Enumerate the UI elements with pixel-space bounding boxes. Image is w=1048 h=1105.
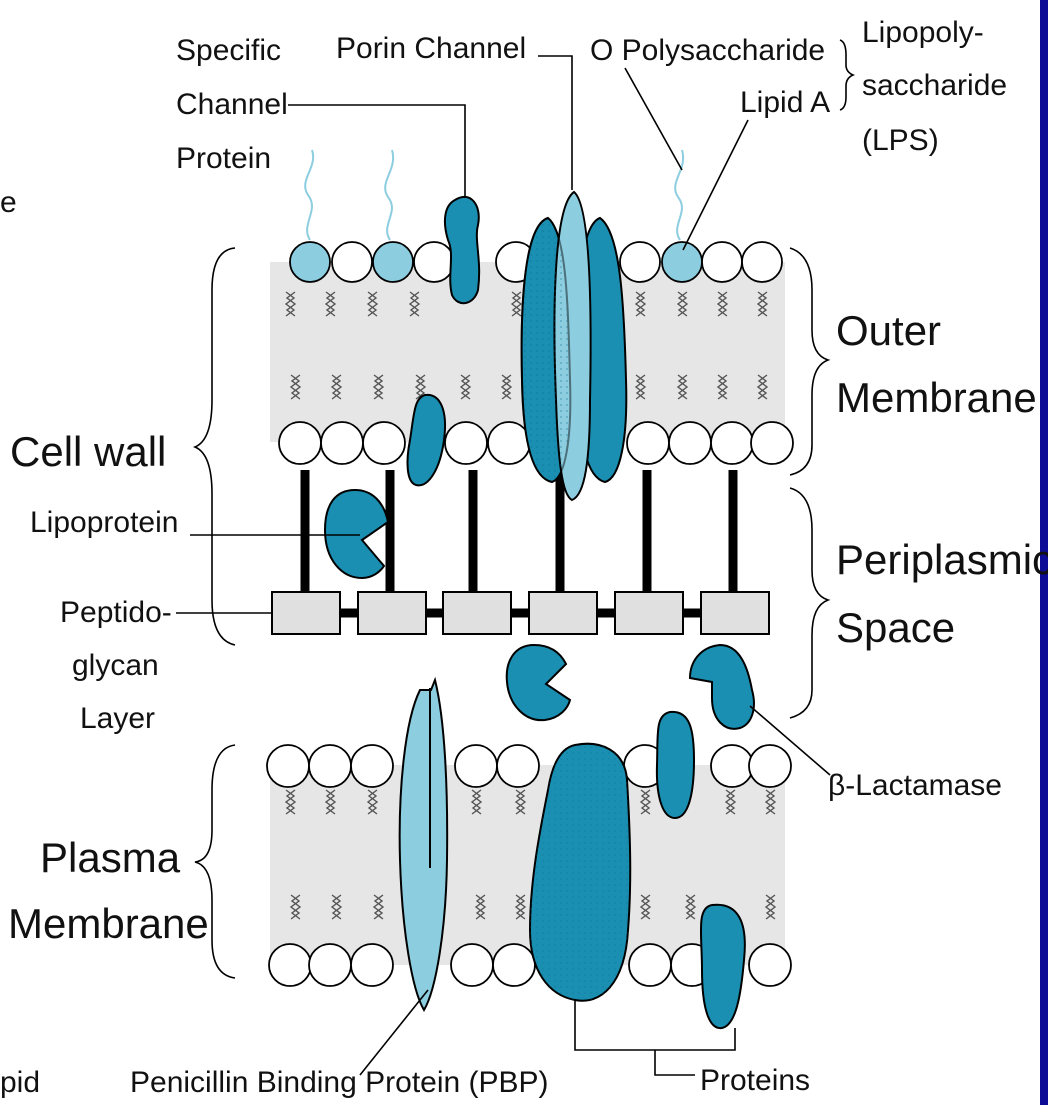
phospholipid-head (267, 745, 309, 787)
phospholipid-head (702, 242, 742, 282)
svg-text:Periplasmic: Periplasmic (836, 536, 1048, 583)
svg-text:Specific: Specific (176, 34, 281, 67)
phospholipid-head (351, 745, 393, 787)
lps-lipid-a-head (290, 242, 330, 282)
beta-lactamase-label: β-Lactamase (828, 769, 1002, 802)
plasma-membrane-protein-small (657, 712, 694, 818)
phospholipid-head (669, 422, 711, 464)
specific-channel-protein-label: Specific Channel Protein (176, 34, 288, 175)
phospholipid-head (455, 745, 497, 787)
edge-fragment-top: e (0, 186, 17, 219)
lipid-a-leader (683, 120, 748, 250)
pbp-leader (360, 990, 428, 1075)
lipid-a-label: Lipid A (740, 86, 830, 119)
phospholipid-head (309, 944, 351, 986)
cell-wall-brace (195, 248, 235, 645)
svg-text:Membrane: Membrane (836, 374, 1037, 421)
plasma-membrane-label: Plasma Membrane (8, 834, 209, 947)
specific-channel-protein (445, 197, 479, 303)
edge-fragment-bottom: pid (0, 1066, 40, 1099)
proteins-label: Proteins (700, 1064, 810, 1097)
phospholipid-head (627, 422, 669, 464)
svg-text:Peptido-: Peptido- (60, 596, 172, 629)
lps-label: Lipopoly- saccharide (LPS) (862, 16, 1007, 157)
phospholipid-head (497, 745, 539, 787)
svg-text:Outer: Outer (836, 307, 941, 354)
outer-membrane-label: Outer Membrane (836, 307, 1037, 421)
proteins-leader (655, 1050, 695, 1075)
svg-text:Channel: Channel (176, 88, 288, 121)
o-polysaccharide-label: O Polysaccharide (590, 34, 825, 67)
beta-lactamase-1 (507, 645, 570, 720)
periplasmic-protein-1 (325, 490, 388, 578)
beta-lactamase-2 (690, 645, 754, 729)
phospholipid-head (488, 422, 530, 464)
phospholipid-head (451, 944, 493, 986)
porin-channel (522, 192, 627, 500)
phospholipid-head (742, 242, 782, 282)
porin-channel-label: Porin Channel (336, 32, 526, 65)
phospholipid-head (749, 745, 791, 787)
phospholipid-head (269, 944, 311, 986)
cell-wall-label: Cell wall (10, 428, 166, 475)
periplasmic-space-label: Periplasmic Space (836, 536, 1048, 651)
phospholipid-head (629, 944, 671, 986)
phospholipid-head (749, 944, 791, 986)
phospholipid-head (363, 422, 405, 464)
porin-channel-leader (538, 56, 572, 190)
svg-text:(LPS): (LPS) (862, 124, 939, 157)
phospholipid-head (445, 422, 487, 464)
phospholipid-head (711, 745, 753, 787)
phospholipid-head (620, 242, 660, 282)
phospholipid-head (279, 422, 321, 464)
svg-text:saccharide: saccharide (862, 69, 1007, 102)
svg-text:Layer: Layer (80, 702, 155, 735)
phospholipid-head (751, 422, 793, 464)
lps-brace (840, 40, 853, 110)
phospholipid-head (493, 944, 535, 986)
outer-membrane-brace (790, 248, 828, 475)
phospholipid-head (332, 242, 372, 282)
svg-text:glycan: glycan (72, 649, 159, 682)
specific-channel-leader (288, 105, 465, 198)
svg-text:Membrane: Membrane (8, 900, 209, 947)
svg-text:Protein: Protein (176, 142, 271, 175)
svg-text:Lipopoly-: Lipopoly- (862, 16, 984, 49)
phospholipid-head (321, 422, 363, 464)
peptidoglycan-layer-label: Peptido- glycan Layer (60, 596, 172, 735)
small-plasma-protein (701, 905, 745, 1028)
phospholipid-head (711, 422, 753, 464)
phospholipid-head (351, 944, 393, 986)
phospholipid-head (414, 242, 454, 282)
svg-text:Plasma: Plasma (40, 834, 181, 881)
svg-text:Space: Space (836, 604, 955, 651)
peptidoglycan-layer (272, 592, 769, 634)
lps-lipid-a-head (662, 242, 702, 282)
phospholipid-head (309, 745, 351, 787)
lps-lipid-a-head (373, 242, 413, 282)
penicillin-binding-protein-label: Penicillin Binding Protein (PBP) (130, 1066, 549, 1099)
lipoprotein-label: Lipoprotein (30, 506, 178, 539)
periplasmic-brace (790, 488, 828, 718)
o-polysaccharide-leader (625, 68, 682, 170)
o-polysaccharide-chains (305, 150, 683, 240)
